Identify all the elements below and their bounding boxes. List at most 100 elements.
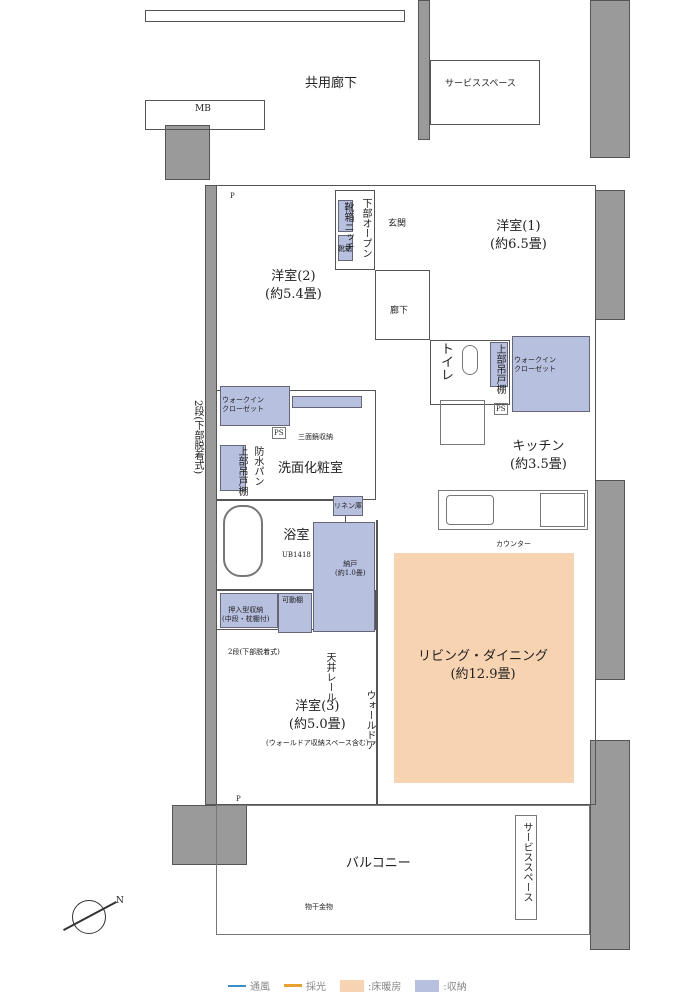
label-toilet: トイレ (438, 342, 453, 381)
label-p: P (236, 795, 241, 803)
sink-icon (446, 495, 494, 525)
label-hallway: 廊下 (390, 306, 409, 316)
storeroom (313, 522, 375, 632)
service-space-right-box (515, 815, 537, 920)
toilet-icon (462, 345, 478, 375)
legend-label: :床暖房 (368, 982, 402, 993)
kitchen-size: (約3.5畳) (510, 456, 567, 472)
legend-label: :収納 (443, 982, 467, 993)
label-two-step: 2段(下部脱着式) (192, 400, 203, 475)
label-wall-door: ウォールドア (364, 690, 375, 750)
storage-swatch (415, 979, 440, 992)
closet-name: 押入型収納 (228, 606, 264, 614)
label-ps: PS (272, 427, 286, 439)
shoe-niche (338, 200, 353, 232)
label-ps: PS (494, 403, 508, 415)
legend-ventilation: 通風 (228, 978, 270, 993)
legend-storage: :収納 (415, 978, 467, 993)
room2-name: 洋室(2) (271, 269, 316, 284)
label-movable-shelf: 可動棚 (282, 596, 303, 604)
bathtub-icon (223, 505, 263, 577)
legend-floor-heating: :床暖房 (340, 978, 401, 993)
label-storeroom: 納戸(約1.0畳) (335, 560, 366, 579)
railing-top (145, 10, 405, 22)
wic-b: クローゼット (514, 365, 556, 374)
balcony-outline (216, 805, 590, 935)
label-waterproof-pan: 防水パン (252, 446, 263, 486)
room1-size: (約6.5畳) (490, 236, 547, 252)
wic-room1 (512, 336, 590, 412)
daylight-icon (284, 984, 302, 987)
closet-storage (220, 593, 278, 628)
mb-box (145, 100, 265, 130)
label-lower-open: 下部オープン (360, 198, 371, 258)
ventilation-icon (228, 984, 246, 987)
room1-name: 洋室(1) (496, 219, 541, 234)
wic-b: クローゼット (222, 405, 264, 414)
room3-size: (約5.0畳) (288, 716, 346, 732)
compass-icon (72, 900, 106, 934)
label-shoe-niche: 靴箱ニッチ (342, 202, 353, 252)
bath-code: UB1418 (282, 550, 311, 559)
label-mirror-storage: 三面鏡収納 (298, 433, 333, 441)
label-washroom: 洗面化粧室 (278, 461, 344, 476)
label-wic-room1: ウォークインクローゼット (514, 356, 556, 375)
label-p: P (230, 192, 235, 200)
wic-a: ウォークイン (514, 356, 556, 364)
legend-daylight: 採光 (284, 978, 326, 993)
label-service-right: サービススペース (521, 822, 532, 902)
legend: 通風 採光 :床暖房 :収納 (228, 978, 467, 993)
room2-size: (約5.4畳) (265, 286, 322, 302)
service-space-box (430, 60, 540, 125)
compass-north: N (116, 896, 124, 906)
fridge-space (440, 400, 485, 445)
legend-label: 採光 (306, 982, 326, 993)
shoe-box (338, 235, 353, 261)
label-shoe-box: 靴箱 (338, 245, 352, 253)
label-common-corridor: 共用廊下 (305, 76, 358, 91)
label-bath: 浴室 UB1418 (282, 527, 311, 562)
label-service-space: サービススペース (445, 79, 516, 89)
wall-right (595, 480, 625, 680)
stove-icon (540, 493, 585, 527)
kitchen-name: キッチン (512, 439, 565, 454)
linen-storage (333, 496, 363, 516)
label-entrance: 玄関 (388, 219, 407, 229)
legend-label: 通風 (250, 982, 270, 993)
label-ceiling-rail: 天井レール (324, 652, 335, 702)
movable-shelf (278, 593, 312, 633)
wall-service (418, 0, 430, 140)
label-mb: MB (195, 104, 211, 114)
upper-cabinet-toilet (490, 342, 508, 387)
column-bottom-right (590, 740, 630, 950)
floor-heating-area (394, 553, 574, 783)
label-drying: 物干金物 (305, 903, 333, 911)
living-name: リビング・ダイニング (418, 649, 549, 664)
wic-room2 (220, 386, 290, 426)
column-bottom-left (172, 805, 247, 865)
mirror-storage (292, 396, 362, 408)
label-balcony: バルコニー (346, 856, 411, 871)
label-upper-cabinet: 上部吊戸棚 (236, 446, 247, 496)
label-living: リビング・ダイニング(約12.9畳) (418, 648, 548, 683)
label-wic-room2: ウォークインクローゼット (222, 396, 264, 415)
label-upper-cabinet: 上部吊戸棚 (494, 344, 505, 394)
room3-name: 洋室(3) (295, 699, 340, 714)
storeroom-name: 納戸 (343, 560, 358, 568)
hallway-area (375, 270, 430, 340)
column-mb (165, 125, 210, 180)
closet-note: (中段・枕棚付) (222, 615, 270, 624)
label-room3: 洋室(3) (約5.0畳) (ウォールドア収納スペース含む) (266, 698, 369, 751)
washroom-walls (216, 390, 376, 500)
label-counter: カウンター (496, 540, 531, 548)
room3-note: (ウォールドア収納スペース含む) (266, 739, 369, 748)
label-room1: 洋室(1) (約6.5畳) (490, 218, 547, 253)
wic-a: ウォークイン (222, 396, 264, 404)
toilet-area (430, 340, 510, 405)
kitchen-counter (438, 490, 588, 530)
storeroom-size: (約1.0畳) (335, 569, 366, 578)
wall-right (595, 190, 625, 320)
column-top-right (590, 0, 630, 158)
bath-name: 浴室 (283, 528, 310, 543)
